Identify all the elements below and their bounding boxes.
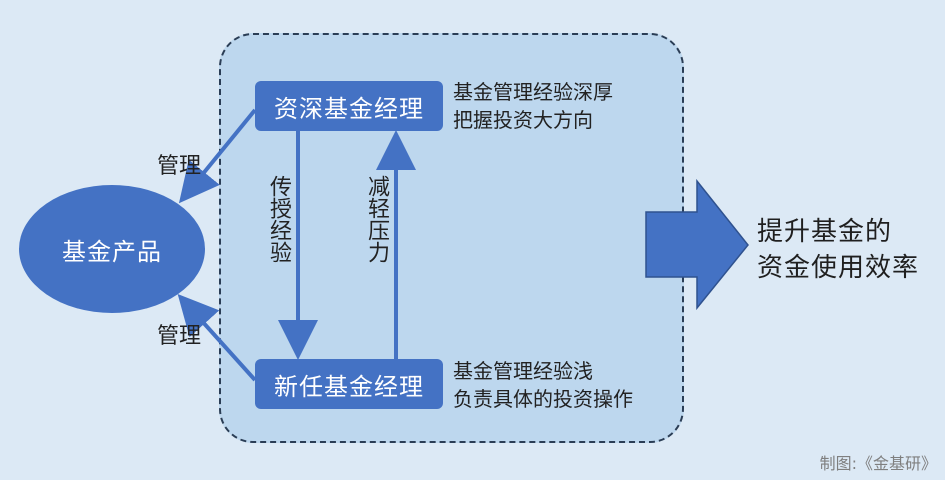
senior-note-line-2: 把握投资大方向 [453, 108, 593, 132]
new-manager-box: 新任基金经理 [255, 359, 443, 409]
senior-note-line-1: 基金管理经验深厚 [453, 80, 613, 104]
new-note-line-1: 基金管理经验浅 [453, 359, 593, 383]
new-manager-label: 新任基金经理 [274, 372, 424, 401]
pass-experience-label: 传授经验 [266, 175, 291, 263]
fund-product-node: 基金产品 [19, 185, 205, 313]
manage-top-label: 管理 [157, 154, 202, 179]
result-arrow [645, 178, 749, 311]
manage-bottom-label: 管理 [157, 324, 202, 349]
fund-product-label: 基金产品 [62, 237, 162, 266]
chart-credit: 制图:《金基研》 [819, 454, 937, 473]
result-line-1: 提升基金的 [757, 217, 893, 247]
senior-manager-label: 资深基金经理 [274, 94, 424, 123]
senior-manager-box: 资深基金经理 [255, 81, 443, 131]
new-note-line-2: 负责具体的投资操作 [453, 387, 633, 411]
reduce-pressure-label: 减轻压力 [364, 175, 389, 263]
result-text: 提升基金的 资金使用效率 [757, 214, 919, 286]
senior-manager-note: 基金管理经验深厚 把握投资大方向 [453, 78, 613, 134]
new-manager-note: 基金管理经验浅 负责具体的投资操作 [453, 357, 633, 413]
manage-bottom-arrow [177, 294, 257, 382]
result-line-2: 资金使用效率 [757, 253, 920, 283]
manage-top-arrow [178, 108, 257, 204]
